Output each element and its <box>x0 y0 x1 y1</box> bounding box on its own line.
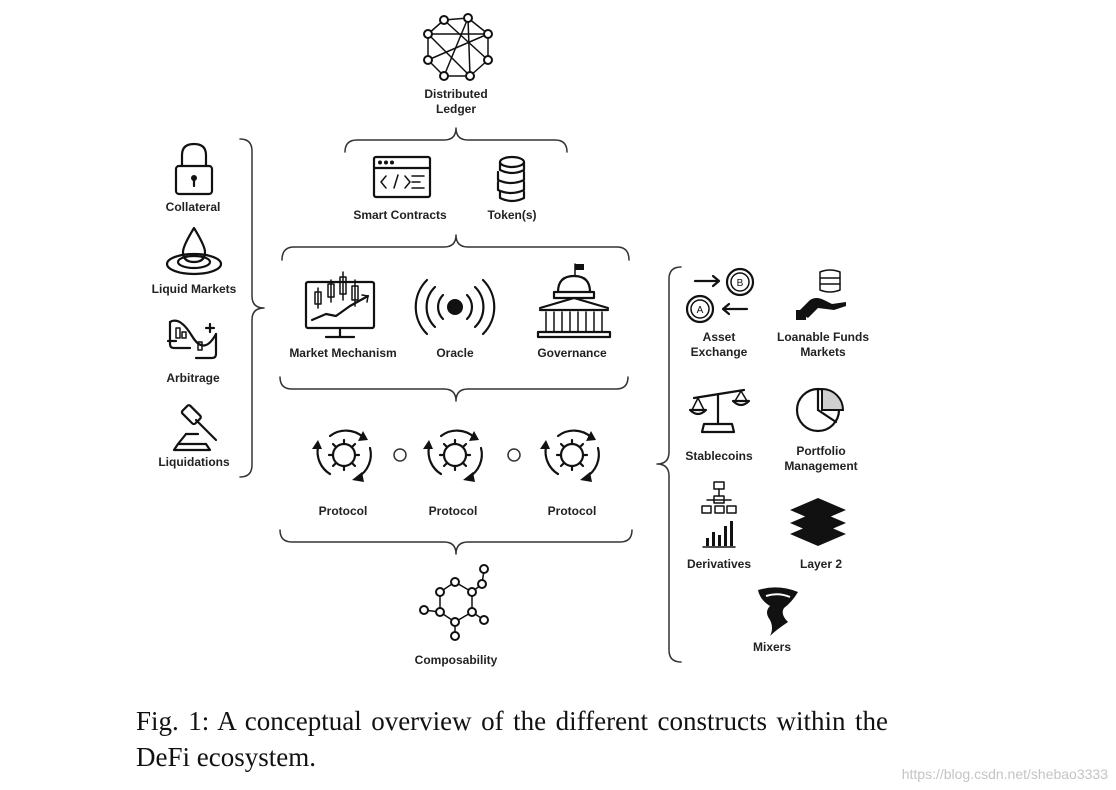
asset-exchange-icon: B A <box>685 267 755 324</box>
loanable-funds-label-line1: Loanable Funds <box>777 330 869 344</box>
coin-stack-icon <box>496 155 526 203</box>
asset-exchange-label-line1: Asset <box>703 330 736 344</box>
hierarchy-bars-icon <box>701 481 737 548</box>
brace-protocols <box>279 529 633 555</box>
coin-a-letter: A <box>697 305 704 316</box>
coin-b-letter: B <box>737 278 744 289</box>
oracle-label: Oracle <box>436 346 474 360</box>
mixers-label: Mixers <box>753 640 791 654</box>
brace-left <box>239 138 265 478</box>
capitol-building-icon <box>536 263 612 339</box>
protocol-label-2: Protocol <box>429 504 478 518</box>
arbitrage-icon <box>166 319 218 360</box>
smart-contracts-label: Smart Contracts <box>353 208 447 222</box>
scales-icon <box>688 388 751 434</box>
stablecoins-label: Stablecoins <box>685 449 753 463</box>
protocol-connector-2 <box>507 448 521 462</box>
liquidations-label: Liquidations <box>158 455 230 469</box>
distributed-ledger-label-line2: Ledger <box>436 102 476 116</box>
protocol-gear-icon-2 <box>423 429 483 482</box>
protocol-connector-1 <box>393 448 407 462</box>
derivatives-label: Derivatives <box>687 557 751 571</box>
asset-exchange-label-line2: Exchange <box>691 345 748 359</box>
gavel-icon <box>172 404 218 452</box>
candlestick-chart-icon <box>304 271 376 339</box>
liquid-markets-label: Liquid Markets <box>152 282 237 296</box>
molecule-icon <box>419 564 489 641</box>
padlock-icon <box>174 142 214 196</box>
brace-contracts <box>281 234 630 261</box>
layer2-label: Layer 2 <box>800 557 842 571</box>
pie-chart-icon <box>795 387 845 433</box>
governance-label: Governance <box>537 346 607 360</box>
network-icon <box>427 17 489 77</box>
protocol-gear-icon-3 <box>540 429 600 482</box>
network-nodes <box>423 13 493 81</box>
brace-ledger <box>344 127 568 153</box>
loanable-funds-label-line2: Markets <box>800 345 846 359</box>
collateral-label: Collateral <box>166 200 221 214</box>
protocol-gear-icon-1 <box>312 429 372 482</box>
arbitrage-label: Arbitrage <box>166 371 220 385</box>
protocol-label-1: Protocol <box>319 504 368 518</box>
water-drop-icon <box>165 226 223 276</box>
tokens-label: Token(s) <box>487 208 536 222</box>
portfolio-label-line1: Portfolio <box>796 444 845 458</box>
figure-caption: Fig. 1: A conceptual overview of the dif… <box>136 706 888 772</box>
hand-coins-icon <box>796 269 846 320</box>
market-mechanism-label: Market Mechanism <box>289 346 396 360</box>
tornado-icon <box>758 587 798 636</box>
broadcast-icon <box>414 278 496 336</box>
brace-mechanisms <box>279 376 629 402</box>
distributed-ledger-label-line1: Distributed <box>424 87 487 101</box>
composability-label: Composability <box>415 653 498 667</box>
layers-icon <box>790 498 846 546</box>
code-window-icon <box>372 155 432 199</box>
portfolio-label-line2: Management <box>784 459 857 473</box>
watermark: https://blog.csdn.net/shebao3333 <box>901 766 1108 782</box>
protocol-label-3: Protocol <box>548 504 597 518</box>
brace-right <box>656 266 682 663</box>
